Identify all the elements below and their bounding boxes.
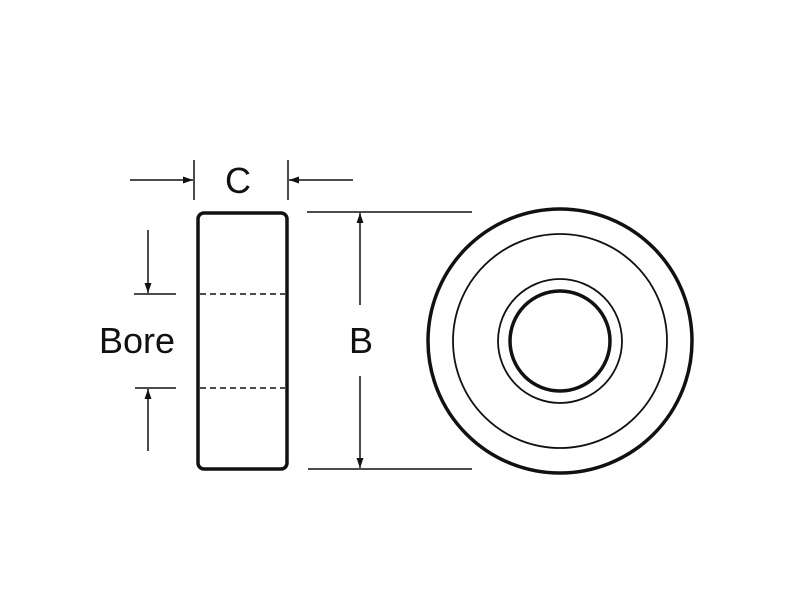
width-dimension-c [130, 160, 353, 200]
shield-ring [452, 233, 668, 449]
bearing-front-view [426, 207, 694, 475]
label-b: B [349, 320, 373, 361]
outer-ring [426, 207, 694, 475]
bore-circle [508, 289, 612, 393]
bearing-side-view [196, 211, 289, 471]
inner-race-ring [497, 278, 623, 404]
label-bore: Bore [99, 320, 175, 361]
outer-diameter-dimension-b [307, 211, 472, 470]
bore-dimension [134, 230, 176, 451]
label-c: C [225, 160, 251, 201]
